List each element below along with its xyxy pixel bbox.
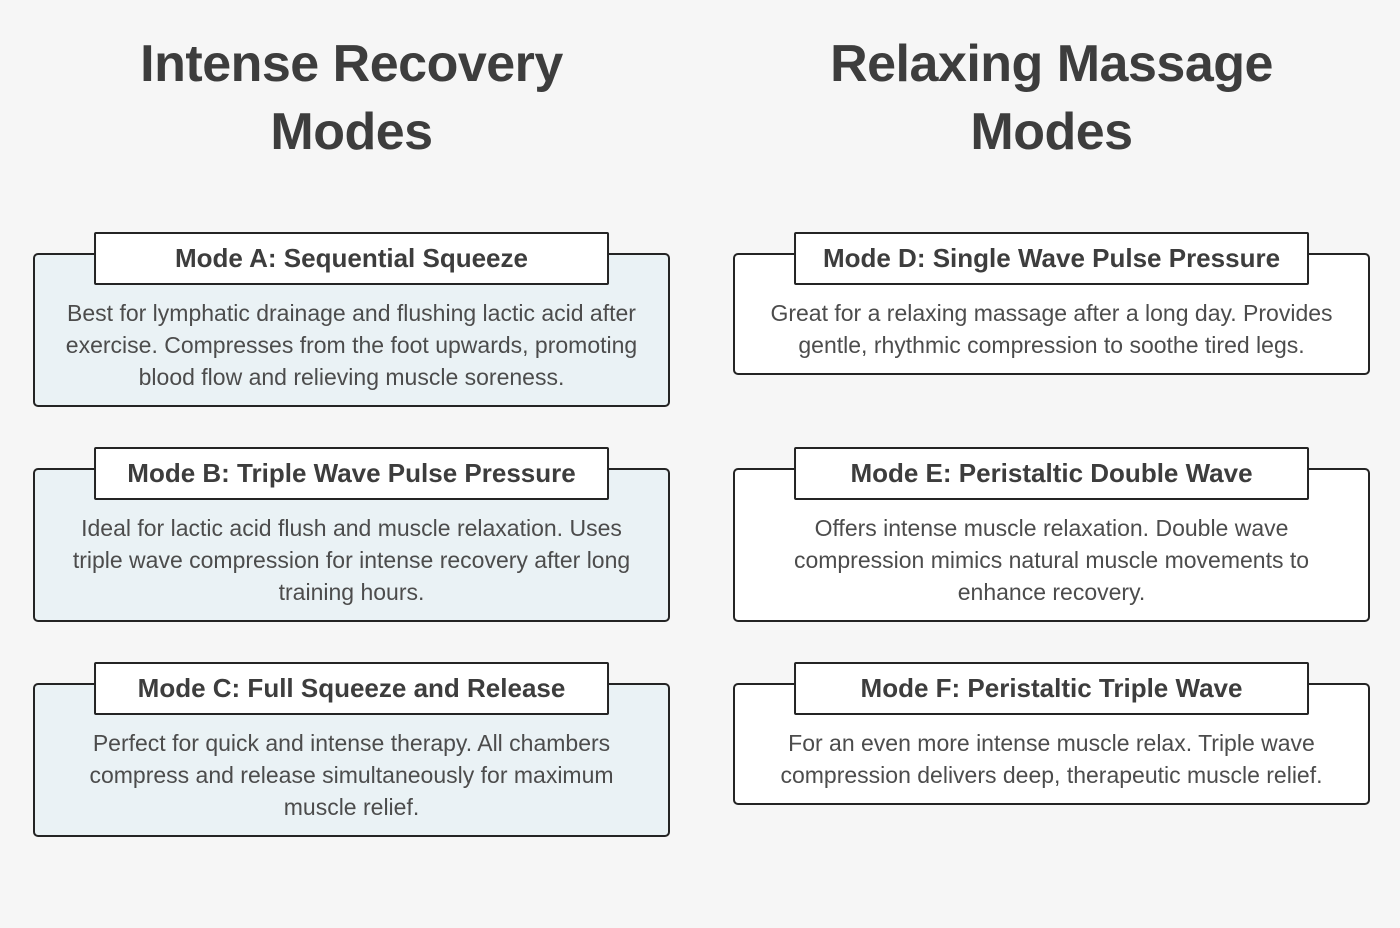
mode-d-title: Mode D: Single Wave Pulse Pressure (793, 232, 1310, 285)
mode-c-title: Mode C: Full Squeeze and Release (93, 662, 610, 715)
mode-f-title: Mode F: Peristaltic Triple Wave (793, 662, 1310, 715)
mode-c-card: Mode C: Full Squeeze and Release Perfect… (33, 662, 670, 837)
mode-b-title: Mode B: Triple Wave Pulse Pressure (93, 447, 610, 500)
heading-relaxing-massage-modes: Relaxing Massage Modes (830, 35, 1273, 161)
mode-e-card: Mode E: Peristaltic Double Wave Offers i… (733, 447, 1370, 622)
two-column-grid: Intense Recovery Modes Relaxing Massage … (33, 35, 1370, 837)
mode-d-card: Mode D: Single Wave Pulse Pressure Great… (733, 232, 1370, 375)
mode-a-title: Mode A: Sequential Squeeze (93, 232, 610, 285)
mode-f-card: Mode F: Peristaltic Triple Wave For an e… (733, 662, 1370, 805)
mode-e-title: Mode E: Peristaltic Double Wave (793, 447, 1310, 500)
mode-b-card: Mode B: Triple Wave Pulse Pressure Ideal… (33, 447, 670, 622)
mode-a-card: Mode A: Sequential Squeeze Best for lymp… (33, 232, 670, 407)
heading-intense-recovery-modes: Intense Recovery Modes (140, 35, 563, 161)
